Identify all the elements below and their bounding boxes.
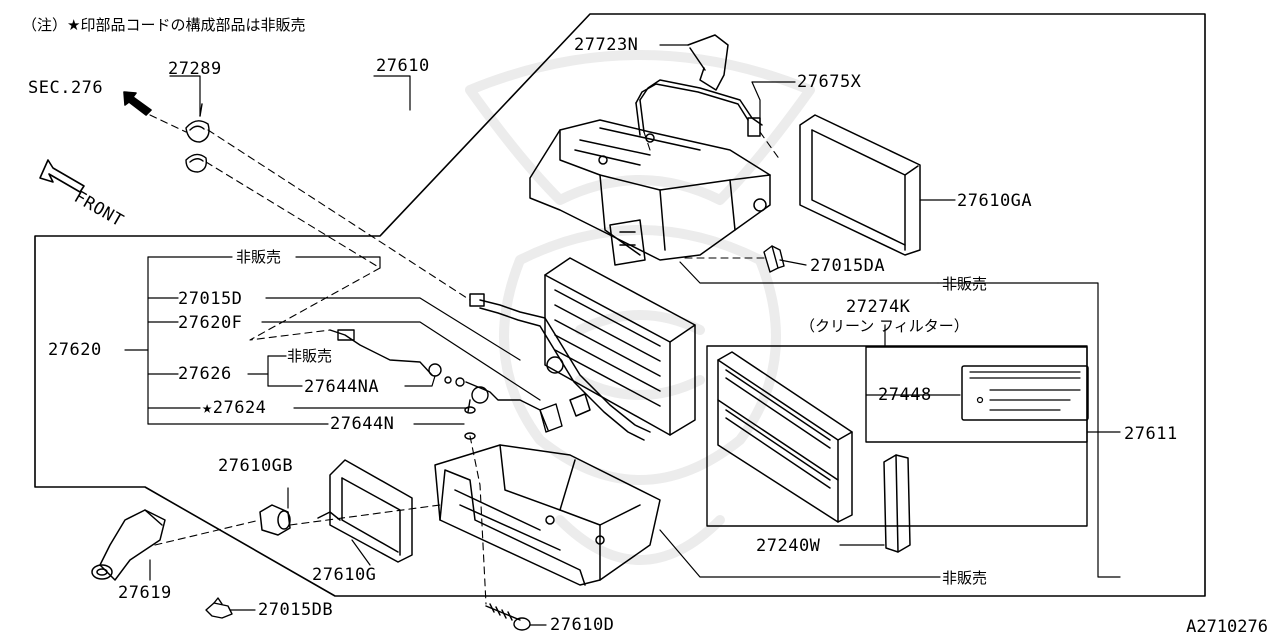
part-27619[interactable]: 27619 <box>118 583 172 603</box>
front-arrow-icon <box>39 159 85 193</box>
clip-27015db-icon <box>205 597 233 619</box>
clean-filter-icon <box>717 351 853 523</box>
harness-27723n-icon <box>635 34 763 137</box>
not-for-sale-label-top: 非販売 <box>942 275 988 293</box>
heater-case-upper-icon <box>529 119 771 266</box>
evaporator-core-icon <box>469 257 696 441</box>
leader-lines <box>124 44 1121 626</box>
part-27448[interactable]: 27448 <box>878 385 932 405</box>
part-27675x[interactable]: 27675X <box>797 72 862 92</box>
part-27289[interactable]: 27289 <box>168 59 222 79</box>
part-27610d[interactable]: 27610D <box>550 615 615 635</box>
seal-27240w-icon <box>883 454 911 553</box>
part-27620[interactable]: 27620 <box>48 340 102 360</box>
part-27610g[interactable]: 27610G <box>312 565 377 585</box>
label-27448-icon <box>961 365 1089 421</box>
dashed-assembly-lines <box>149 114 781 605</box>
watermark-emblem <box>465 50 815 565</box>
not-for-sale-label-mid: 非販売 <box>287 347 333 365</box>
part-27610ga[interactable]: 27610GA <box>957 191 1033 211</box>
part-27626[interactable]: 27626 <box>178 364 232 384</box>
part-27611[interactable]: 27611 <box>1124 424 1178 444</box>
clean-filter-label: （クリーン フィルター） <box>800 317 969 335</box>
assembly-boundary <box>34 13 1206 597</box>
part-27015db[interactable]: 27015DB <box>258 600 334 620</box>
diagram-code: A2710276 <box>1186 617 1268 637</box>
part-27644n[interactable]: 27644N <box>330 414 395 434</box>
filter-frame-27610ga-icon <box>799 114 921 256</box>
cap-27610gb-icon <box>259 504 291 536</box>
part-27620f[interactable]: 27620F <box>178 313 243 333</box>
duct-27619-icon <box>91 509 166 581</box>
part-27624[interactable]: ★27624 <box>202 398 267 418</box>
part-27610gb[interactable]: 27610GB <box>218 456 294 476</box>
header-note: （注）★印部品コードの構成部品は非販売 <box>22 16 306 34</box>
sec-arrow-icon <box>123 91 152 116</box>
part-27015d[interactable]: 27015D <box>178 289 243 309</box>
heater-case-lower-icon <box>434 444 661 586</box>
part-27015da[interactable]: 27015DA <box>810 256 886 276</box>
part-27274k[interactable]: 27274K <box>846 297 911 317</box>
clip-27015da-icon <box>763 245 785 273</box>
not-for-sale-label-left: 非販売 <box>236 248 282 266</box>
section-ref-label[interactable]: SEC.276 <box>28 78 104 98</box>
part-27644na[interactable]: 27644NA <box>304 377 380 397</box>
part-27240w[interactable]: 27240W <box>756 536 821 556</box>
part-27610[interactable]: 27610 <box>376 56 430 76</box>
not-for-sale-label-bottom: 非販売 <box>942 569 988 587</box>
screw-27610d-icon <box>485 603 531 631</box>
part-27723n[interactable]: 27723N <box>574 35 639 55</box>
